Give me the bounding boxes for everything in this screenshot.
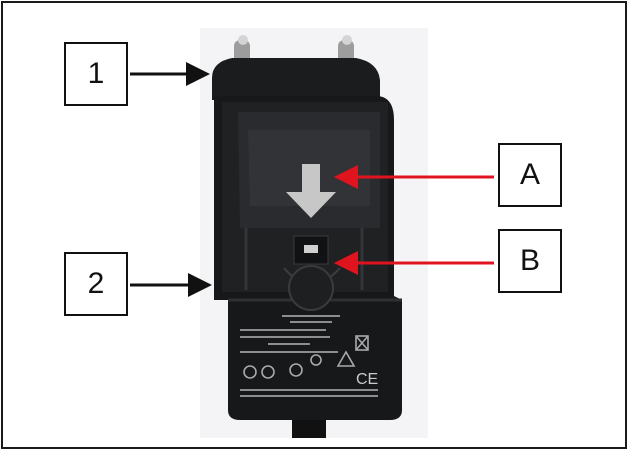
cable: [292, 420, 326, 438]
certification-marks: CE: [243, 335, 378, 388]
release-latch: [283, 235, 341, 285]
plug-head: [212, 58, 380, 100]
callout-label-B: B: [498, 229, 562, 293]
svg-text:CE: CE: [356, 371, 378, 388]
callout-label-A: A: [498, 143, 562, 207]
callout-label-1: 1: [64, 42, 128, 106]
callout-label-2: 2: [64, 252, 128, 316]
slide-arrow: [286, 164, 336, 218]
figure-frame: [1, 1, 627, 449]
rating-label: [240, 315, 378, 397]
